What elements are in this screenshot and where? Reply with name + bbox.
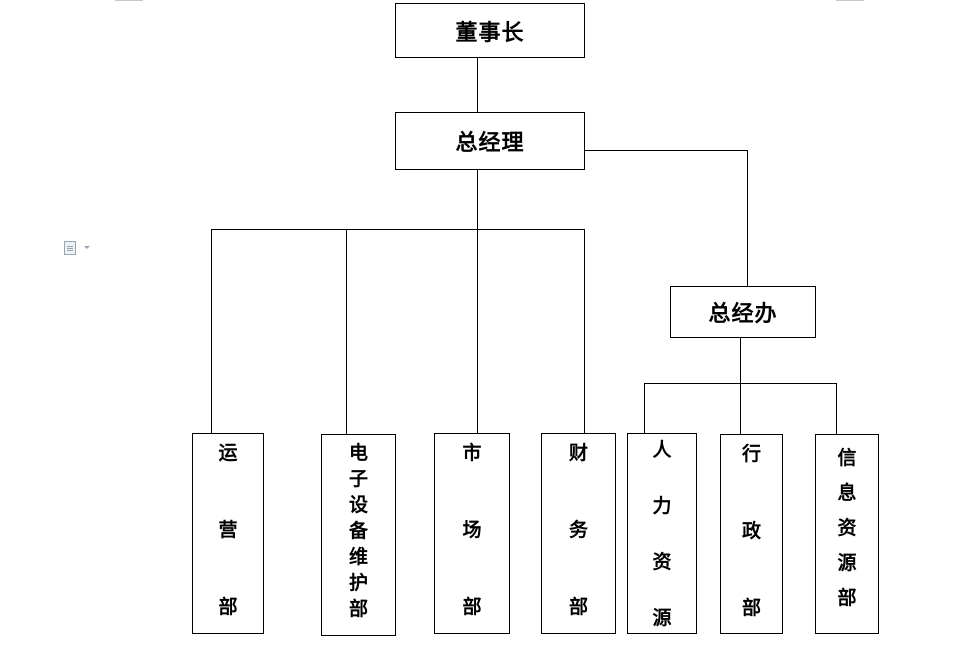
label-char: 财 — [568, 442, 588, 464]
document-icon — [64, 241, 76, 255]
page-corner-mark-left — [115, 0, 143, 1]
dept-hr-label: 人力资源 — [652, 441, 671, 628]
chairman-label: 董事长 — [455, 20, 525, 46]
label-char: 场 — [462, 519, 482, 541]
label-char: 部 — [218, 596, 238, 618]
dept-admin-label: 行政部 — [742, 445, 761, 618]
label-char: 备 — [348, 520, 368, 542]
dept-operations-box: 运营部 — [192, 433, 264, 634]
general-manager-box: 总经理 — [395, 112, 585, 170]
dept-marketing-box: 市场部 — [434, 433, 510, 634]
label-char: 行 — [741, 443, 761, 465]
label-char: 源 — [652, 607, 672, 629]
dept-hr-box: 人力资源 — [627, 433, 697, 634]
dept-it-label: 信息资源部 — [837, 449, 856, 608]
dept-finance-label: 财务部 — [569, 444, 588, 617]
dept-admin-box: 行政部 — [720, 434, 783, 634]
label-char: 人 — [652, 439, 672, 461]
label-char: 源 — [837, 552, 857, 574]
general-manager-label: 总经理 — [455, 131, 525, 156]
label-char: 部 — [837, 587, 857, 609]
dept-it-box: 信息资源部 — [815, 434, 879, 634]
dept-equipment-box: 电子设备维护部 — [321, 434, 396, 636]
label-char: 务 — [568, 519, 588, 541]
label-char: 部 — [741, 597, 761, 619]
label-char: 力 — [652, 495, 672, 517]
dept-equipment-label: 电子设备维护部 — [349, 444, 368, 619]
dept-operations-label: 运营部 — [218, 444, 237, 617]
dept-finance-box: 财务部 — [541, 433, 616, 634]
gm-office-box: 总经办 — [670, 286, 816, 338]
label-char: 政 — [741, 520, 761, 542]
label-char: 部 — [348, 598, 368, 620]
label-char: 息 — [837, 482, 857, 504]
chevron-down-icon — [84, 246, 90, 249]
label-char: 子 — [348, 468, 368, 490]
dept-marketing-label: 市场部 — [462, 444, 481, 617]
label-char: 信 — [837, 447, 857, 469]
label-char: 市 — [462, 442, 482, 464]
label-char: 电 — [348, 442, 368, 464]
label-char: 设 — [348, 494, 368, 516]
label-char: 护 — [348, 572, 368, 594]
label-char: 维 — [348, 546, 368, 568]
label-char: 营 — [218, 519, 238, 541]
gm-office-label: 总经办 — [708, 302, 778, 327]
chairman-box: 董事长 — [395, 3, 585, 58]
label-char: 资 — [837, 517, 857, 539]
label-char: 运 — [218, 442, 238, 464]
label-char: 资 — [652, 551, 672, 573]
label-char: 部 — [462, 596, 482, 618]
label-char: 部 — [568, 596, 588, 618]
page-corner-mark-right — [836, 0, 864, 1]
